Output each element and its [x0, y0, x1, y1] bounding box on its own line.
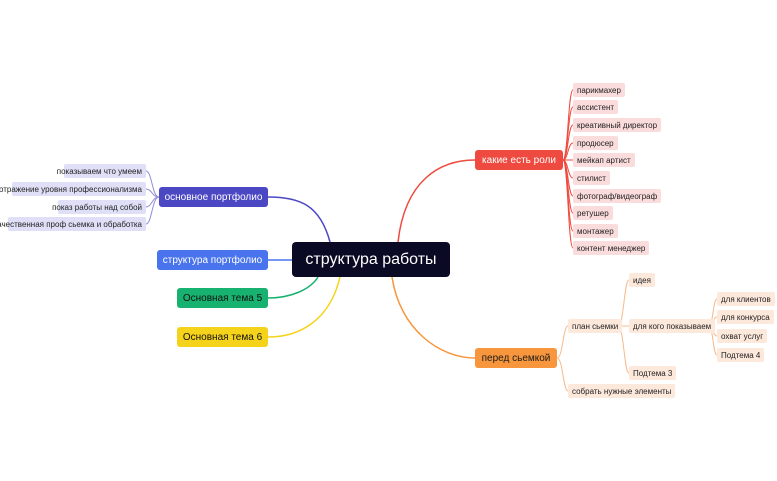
audience-item[interactable]: для конкурса — [717, 310, 774, 324]
collect-elements-node[interactable]: собрать нужные элементы — [568, 384, 676, 398]
subtopic-3-node[interactable]: Подтема 3 — [629, 366, 677, 380]
topic-theme-6[interactable]: Основная тема 6 — [177, 327, 268, 347]
topic-main-portfolio[interactable]: основное портфолио — [159, 187, 268, 207]
role-item[interactable]: парикмахер — [573, 83, 625, 97]
role-item[interactable]: креативный директор — [573, 118, 662, 132]
idea-node[interactable]: идея — [629, 273, 655, 287]
role-item[interactable]: стилист — [573, 171, 610, 185]
role-item[interactable]: мейкап артист — [573, 153, 635, 167]
topic-before-shoot[interactable]: перед сьемкой — [475, 348, 557, 368]
role-item[interactable]: монтажер — [573, 224, 618, 238]
audience-item[interactable]: охват услуг — [717, 329, 768, 343]
topic-roles[interactable]: какие есть роли — [475, 150, 563, 170]
portfolio-item[interactable]: качественная проф сьемка и обработка — [0, 217, 146, 231]
portfolio-item[interactable]: показываем что умеем — [57, 164, 146, 178]
topic-theme-5[interactable]: Основная тема 5 — [177, 288, 268, 308]
role-item[interactable]: фотограф/видеограф — [573, 189, 662, 203]
portfolio-item[interactable]: отражение уровня профессионализма — [0, 182, 146, 196]
central-topic[interactable]: структура работы — [292, 242, 450, 277]
audience-item[interactable]: для клиентов — [717, 292, 775, 306]
plan-node[interactable]: план сьемки — [568, 319, 623, 333]
audience-item[interactable]: Подтема 4 — [717, 348, 765, 362]
role-item[interactable]: ассистент — [573, 100, 619, 114]
portfolio-item[interactable]: показ работы над собой — [52, 200, 146, 214]
topic-portfolio-structure[interactable]: структура портфолио — [157, 250, 268, 270]
role-item[interactable]: контент менеджер — [573, 241, 650, 255]
role-item[interactable]: ретушер — [573, 206, 613, 220]
audience-node[interactable]: для кого показываем — [629, 319, 716, 333]
role-item[interactable]: продюсер — [573, 136, 618, 150]
